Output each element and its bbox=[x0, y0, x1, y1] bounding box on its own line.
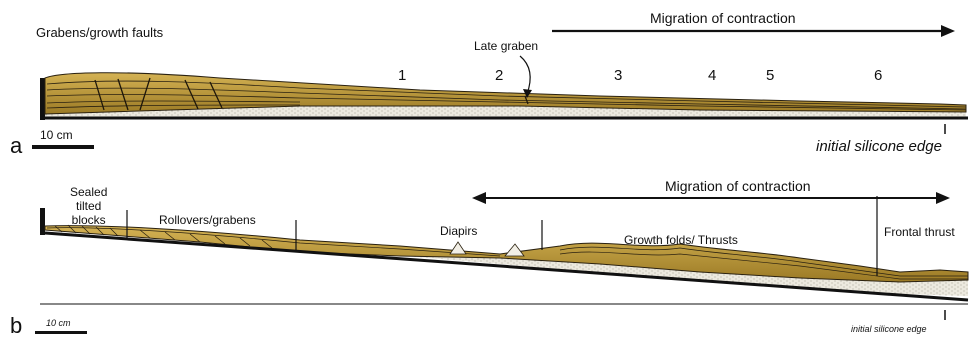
stage-label-6: 6 bbox=[874, 67, 882, 84]
panel-b-scale-bar bbox=[35, 331, 87, 334]
panel-b-letter: b bbox=[10, 313, 22, 337]
panel-b-backstop bbox=[40, 208, 45, 235]
panel-a-letter: a bbox=[10, 133, 22, 158]
panel-b-migration-label: Migration of contraction bbox=[665, 178, 811, 194]
panel-a-silicone-edge-label: initial silicone edge bbox=[816, 138, 942, 155]
sealed-tilted-blocks-label: Sealed tilted blocks bbox=[70, 186, 107, 227]
grabens-growth-faults-label: Grabens/growth faults bbox=[36, 26, 163, 41]
frontal-thrust-label: Frontal thrust bbox=[884, 226, 955, 240]
rollovers-grabens-label: Rollovers/grabens bbox=[159, 214, 256, 228]
growth-folds-thrusts-label: Growth folds/ Thrusts bbox=[624, 234, 738, 248]
stage-label-3: 3 bbox=[614, 67, 622, 84]
panel-a-backstop bbox=[40, 78, 45, 120]
diapirs-label: Diapirs bbox=[440, 225, 477, 239]
stage-label-1: 1 bbox=[398, 67, 406, 84]
panel-a-migration-label: Migration of contraction bbox=[650, 10, 796, 26]
stage-label-2: 2 bbox=[495, 67, 503, 84]
late-graben-label: Late graben bbox=[474, 40, 538, 54]
panel-b-silicone-edge-label: initial silicone edge bbox=[851, 324, 927, 334]
stage-label-5: 5 bbox=[766, 67, 774, 84]
stage-label-4: 4 bbox=[708, 67, 716, 84]
panel-b-scale-label: 10 cm bbox=[46, 318, 71, 328]
panel-a-scale-bar bbox=[32, 145, 94, 149]
panel-a-scale-label: 10 cm bbox=[40, 129, 73, 143]
